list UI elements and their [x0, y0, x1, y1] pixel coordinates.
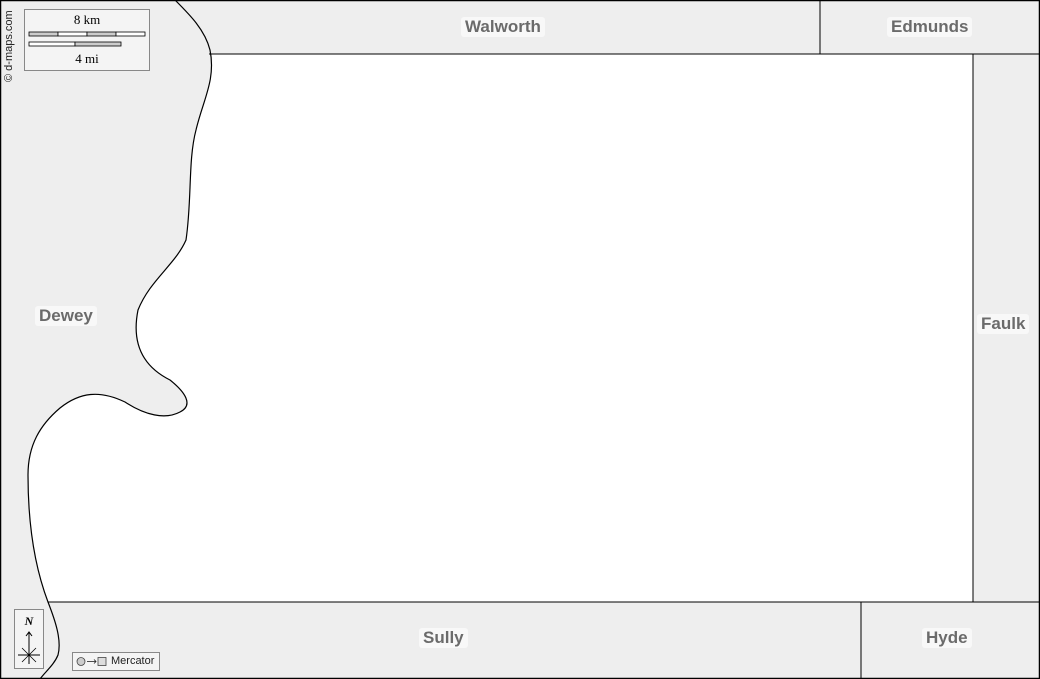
focus-county-area: [28, 54, 973, 602]
north-arrow-icon: [18, 631, 40, 664]
projection-label: Mercator: [111, 655, 155, 667]
scale-bars: [28, 31, 146, 47]
county-label-faulk: Faulk: [977, 314, 1030, 334]
scale-bar: 8 km 4 mi: [24, 9, 150, 71]
county-label-sully: Sully: [419, 628, 468, 648]
scale-km-label: 8 km: [73, 12, 101, 27]
scale-mi-label: 4 mi: [75, 51, 99, 66]
compass: N: [14, 609, 44, 669]
county-borders: [48, 0, 1040, 679]
credit-text: © d-maps.com: [3, 10, 15, 82]
projection-icon: [76, 657, 107, 666]
compass-north-label: N: [24, 614, 34, 628]
county-label-dewey: Dewey: [35, 306, 97, 326]
county-label-hyde: Hyde: [922, 628, 972, 648]
projection-legend: Mercator: [72, 652, 160, 671]
county-label-walworth: Walworth: [461, 17, 545, 37]
river: [27, 0, 213, 679]
county-label-edmunds: Edmunds: [887, 17, 973, 37]
